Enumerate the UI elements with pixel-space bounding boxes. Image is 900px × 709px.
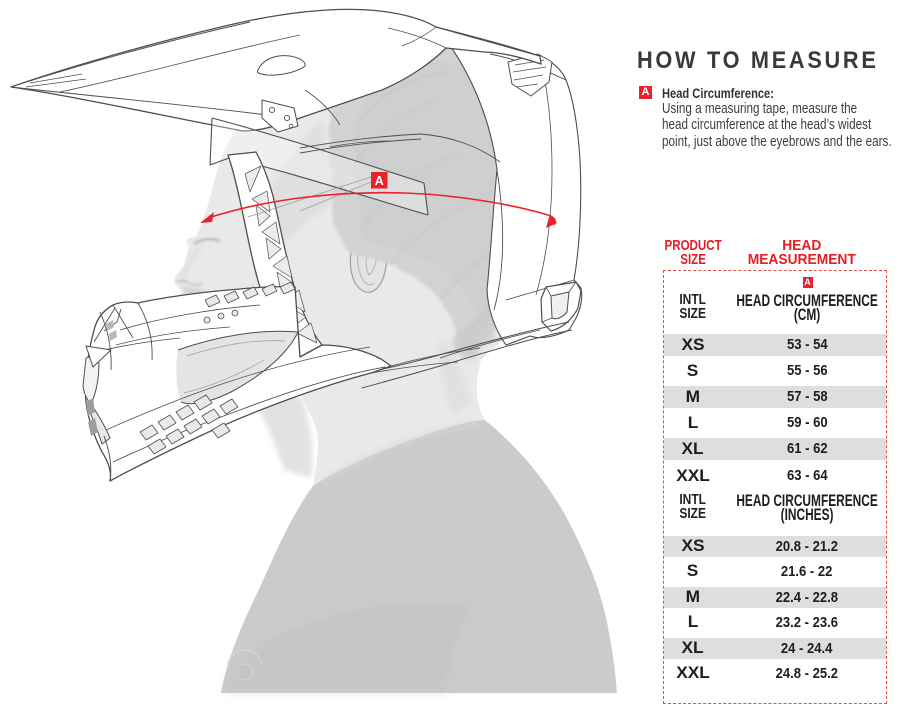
- svg-text:A: A: [375, 174, 384, 188]
